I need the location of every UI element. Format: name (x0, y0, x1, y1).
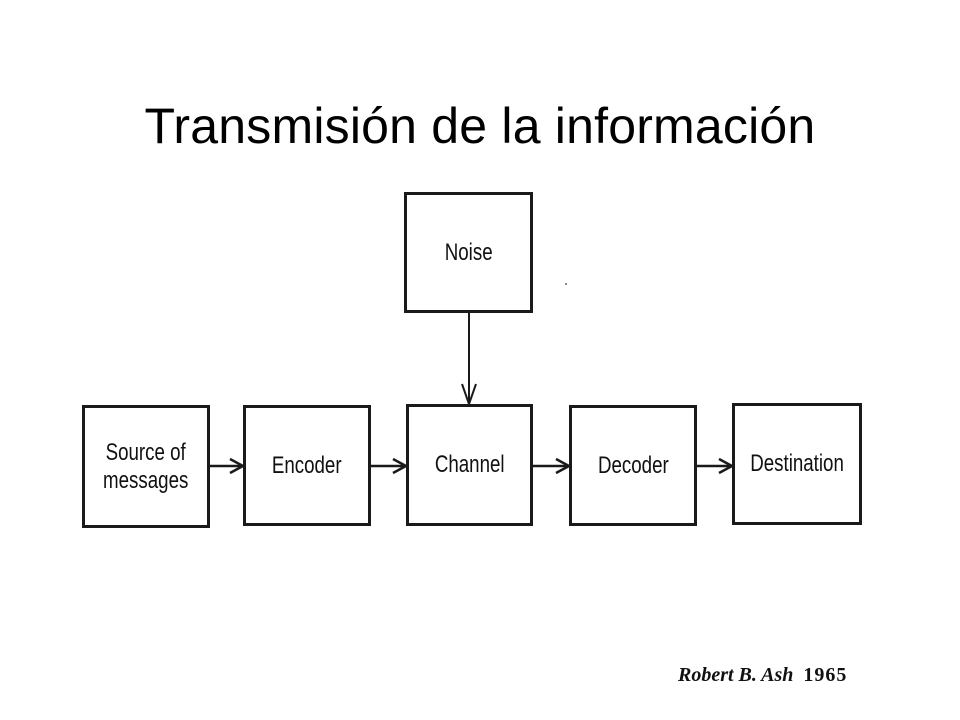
noise-label: Noise (444, 238, 493, 266)
channel-label: Channel (434, 451, 505, 478)
encoder-block: Encoder (243, 405, 371, 526)
source-block: Source of messages (82, 405, 210, 528)
noise-block: Noise (404, 192, 533, 313)
citation-year: 1965 (803, 664, 848, 686)
destination-label: Destination (750, 450, 844, 477)
source-label: Source of messages (103, 438, 189, 494)
decoder-block: Decoder (569, 405, 697, 526)
channel-block: Channel (406, 404, 533, 526)
citation: Robert B. Ash 1965 (678, 662, 888, 688)
scan-speck (565, 283, 567, 285)
encoder-label: Encoder (272, 451, 342, 479)
decoder-label: Decoder (597, 451, 669, 479)
citation-author: Robert B. Ash (678, 664, 794, 686)
destination-block: Destination (732, 403, 862, 525)
slide-title: Transmisión de la información (144, 97, 816, 154)
